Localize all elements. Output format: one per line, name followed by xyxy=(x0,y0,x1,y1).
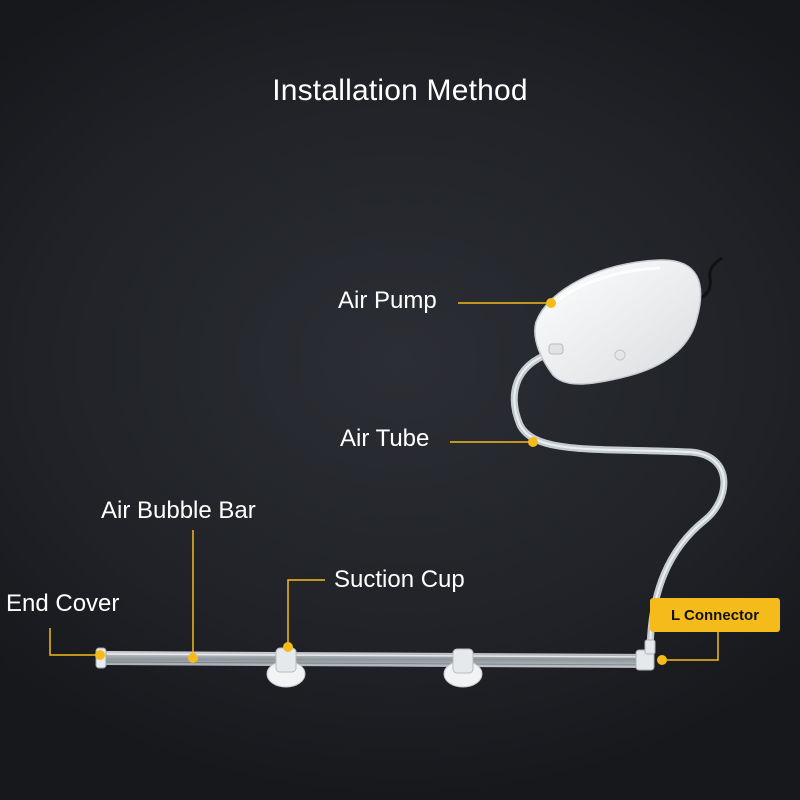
label-air-bubble-bar: Air Bubble Bar xyxy=(101,497,256,524)
label-l-connector-badge: L Connector xyxy=(650,598,780,632)
label-air-pump: Air Pump xyxy=(338,287,437,314)
label-end-cover: End Cover xyxy=(6,590,120,617)
leader-line-l-connector xyxy=(662,632,719,661)
leader-line-end-cover xyxy=(49,628,100,656)
marker-dot-air-bubble-bar xyxy=(188,653,198,663)
marker-dot-suction-cup xyxy=(283,642,293,652)
marker-dot-l-connector xyxy=(657,655,667,665)
l-connector-part xyxy=(635,639,656,671)
marker-dot-end-cover xyxy=(95,650,105,660)
suction-cup-part-1 xyxy=(266,647,306,688)
air-pump xyxy=(534,259,702,385)
label-air-tube: Air Tube xyxy=(340,425,430,452)
air-bubble-bar xyxy=(99,651,651,668)
marker-dot-air-pump xyxy=(546,298,556,308)
suction-cup-part-2 xyxy=(443,648,483,688)
leader-line-suction-cup xyxy=(287,579,325,646)
label-suction-cup: Suction Cup xyxy=(334,566,465,593)
marker-dot-air-tube xyxy=(528,437,538,447)
page-title: Installation Method xyxy=(272,74,528,107)
